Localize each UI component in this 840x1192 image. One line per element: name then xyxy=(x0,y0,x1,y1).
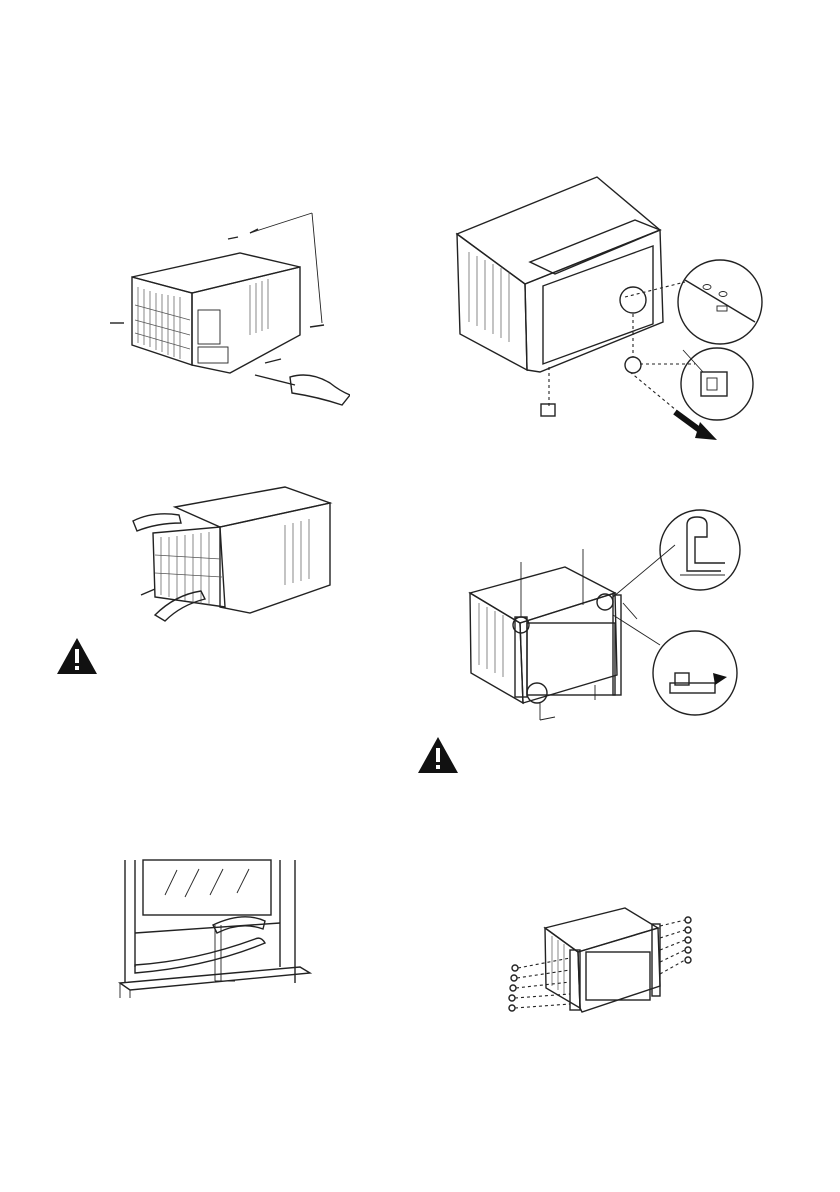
figure-remove-screws xyxy=(100,205,350,415)
figure-window-foam-strip xyxy=(115,855,335,1000)
figure-curtain-screws xyxy=(500,900,700,1025)
figure-pull-chassis xyxy=(125,485,345,625)
figure-cabinet-bracket xyxy=(455,172,800,462)
figure-side-curtain-install xyxy=(465,505,770,740)
warning-triangle-icon xyxy=(416,735,460,775)
warning-triangle-icon xyxy=(55,636,99,676)
